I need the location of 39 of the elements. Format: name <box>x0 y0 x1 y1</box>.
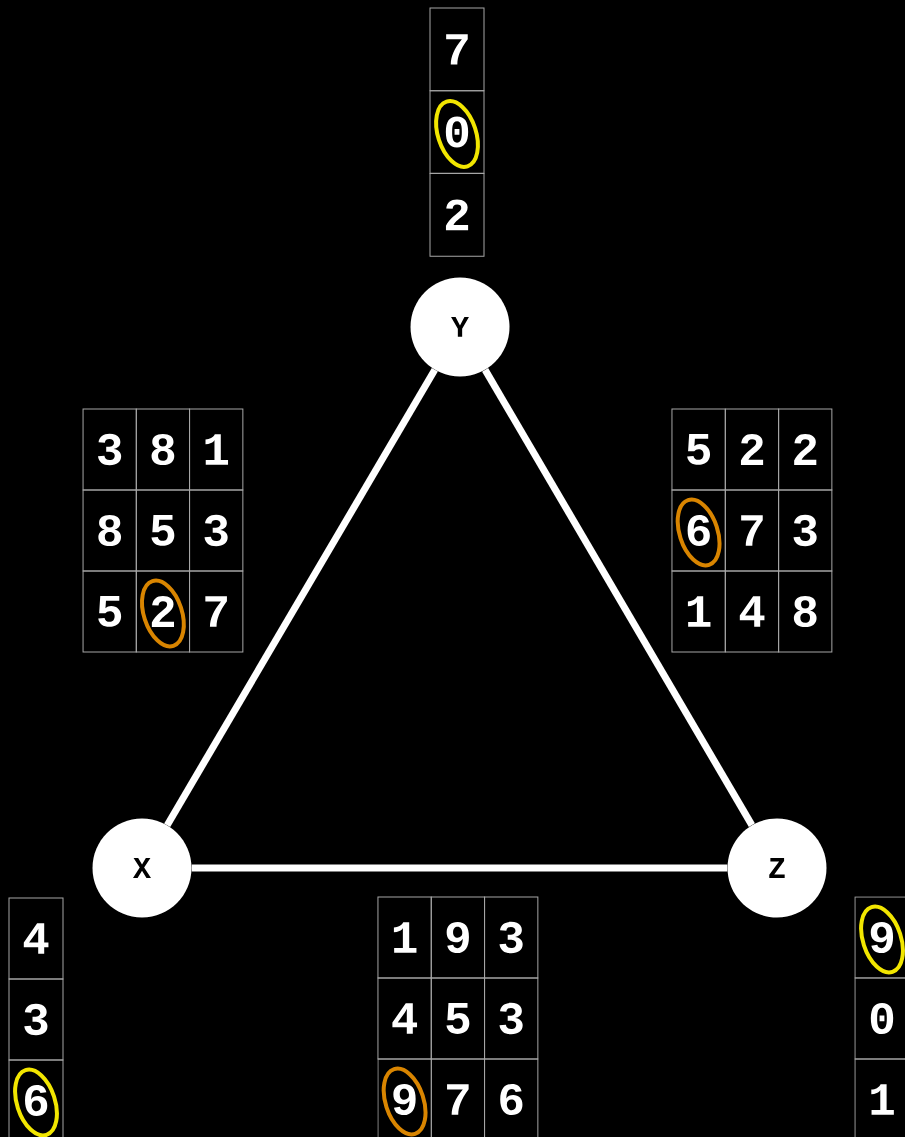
table-cell: 8 <box>82 489 137 572</box>
table-cell: 3 <box>189 489 244 572</box>
table-cell: 2 <box>135 570 191 653</box>
table-cell: 4 <box>377 977 432 1060</box>
table-cell: 8 <box>135 408 191 491</box>
table-cell: 1 <box>854 1058 905 1137</box>
line <box>482 368 755 827</box>
table-cell: 7 <box>430 1058 486 1137</box>
table-cell: 7 <box>429 7 485 92</box>
table-cell: 9 <box>430 896 486 979</box>
table-cell: 4 <box>8 897 64 980</box>
table-cell: 4 <box>724 570 780 653</box>
table-cell: 5 <box>135 489 191 572</box>
table-cell: 0 <box>429 90 485 174</box>
table-cell: 2 <box>778 408 833 491</box>
table-cell: 3 <box>484 977 539 1060</box>
table-cell: 5 <box>82 570 137 653</box>
table-cell: 0 <box>854 977 905 1060</box>
table-cell: 2 <box>429 172 485 257</box>
table-cell: 1 <box>189 408 244 491</box>
table-cell: 7 <box>724 489 780 572</box>
line <box>164 368 438 827</box>
table-cell: 6 <box>671 489 726 572</box>
table-cell: 1 <box>671 570 726 653</box>
table-cell: 8 <box>778 570 833 653</box>
line <box>191 864 728 872</box>
table-cell: 9 <box>377 1058 432 1137</box>
table-cell: 9 <box>854 896 905 979</box>
table-cell: 5 <box>430 977 486 1060</box>
table-cell: 6 <box>484 1058 539 1137</box>
table-cell: 7 <box>189 570 244 653</box>
table-cell: 5 <box>671 408 726 491</box>
table-cell: 3 <box>778 489 833 572</box>
table-cell: 3 <box>8 978 64 1061</box>
table-cell: 1 <box>377 896 432 979</box>
table-cell: 3 <box>82 408 137 491</box>
table-cell: 6 <box>8 1059 64 1137</box>
table-cell: 3 <box>484 896 539 979</box>
table-cell: 2 <box>724 408 780 491</box>
